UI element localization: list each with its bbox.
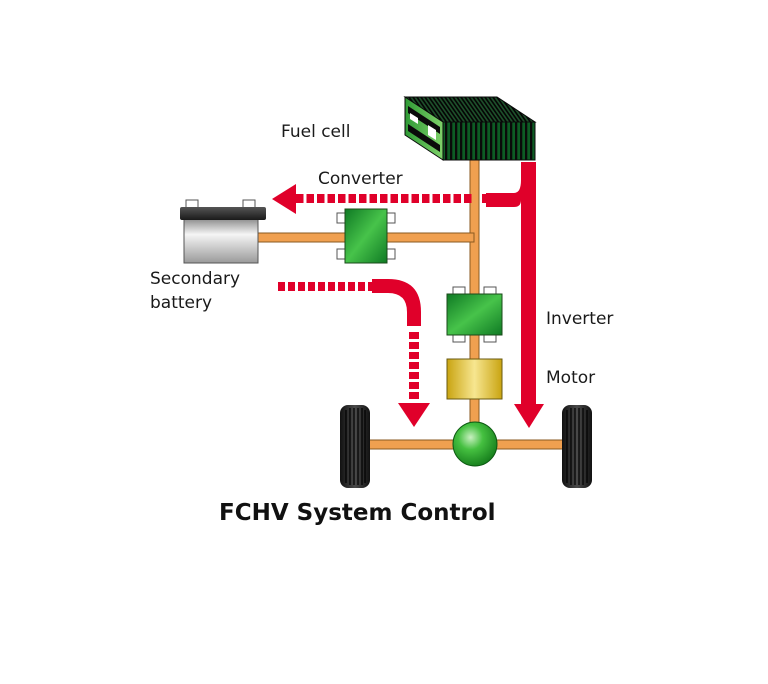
- tire-right: [562, 405, 592, 488]
- flow-dash: [453, 194, 461, 203]
- flow-fuelcell-to-battery: [272, 184, 487, 214]
- flow-dash: [348, 282, 355, 291]
- label-secondary-battery-1: Secondary: [150, 269, 241, 289]
- flow-dash: [432, 194, 440, 203]
- flow-dash: [443, 194, 451, 203]
- flow-dash: [338, 194, 346, 203]
- flow-dash: [482, 194, 487, 203]
- flow-dash: [368, 282, 375, 291]
- flow-dash: [306, 194, 314, 203]
- flow-dash: [409, 332, 419, 339]
- converter-box: [344, 208, 388, 264]
- flow-battery-to-wheels: [278, 279, 430, 427]
- flow-dash: [409, 382, 419, 389]
- battery-terminal-right: [242, 199, 256, 209]
- battery-lid: [180, 207, 266, 220]
- flow-dash: [358, 282, 365, 291]
- flow-dash: [409, 362, 419, 369]
- flow-dash: [296, 194, 304, 203]
- flow-dash: [401, 194, 409, 203]
- flow-dash: [298, 282, 305, 291]
- flow-dash: [411, 194, 419, 203]
- flow-dash: [288, 282, 295, 291]
- converter: [336, 208, 396, 264]
- flow-dash: [328, 282, 335, 291]
- label-secondary-battery-2: battery: [150, 293, 213, 313]
- motor: [446, 358, 503, 400]
- flow-dash: [422, 194, 430, 203]
- label-inverter: Inverter: [546, 309, 614, 329]
- arrowhead-left: [272, 184, 296, 214]
- diagram-title: FCHV System Control: [219, 500, 496, 526]
- label-fuel-cell: Fuel cell: [281, 122, 351, 142]
- inverter: [446, 286, 503, 343]
- flow-dash: [369, 194, 377, 203]
- arrowhead-down-left: [398, 403, 430, 427]
- battery-terminal-left: [185, 199, 199, 209]
- flow-dash: [380, 194, 388, 203]
- battery-body: [183, 218, 259, 264]
- differential: [452, 421, 498, 467]
- flow-dash: [359, 194, 367, 203]
- flow-dash: [317, 194, 325, 203]
- arrowhead-down-right: [514, 404, 544, 428]
- flow-dash: [308, 282, 315, 291]
- inverter-box: [446, 293, 503, 336]
- power-flow-arrows: [272, 162, 544, 428]
- flow-dash: [318, 282, 325, 291]
- fuel-cell: [403, 96, 537, 161]
- fuel-cell-fins: [442, 121, 536, 161]
- flow-dash: [348, 194, 356, 203]
- flow-dash: [409, 342, 419, 349]
- flow-dash: [409, 392, 419, 399]
- flow-dash: [464, 194, 472, 203]
- tire-left: [340, 405, 370, 488]
- flow-dash: [327, 194, 335, 203]
- flow-dash: [338, 282, 345, 291]
- flow-dash: [409, 352, 419, 359]
- label-converter: Converter: [318, 169, 403, 189]
- secondary-battery: [180, 199, 266, 264]
- flow-fuelcell-to-wheels-shaft: [486, 162, 536, 408]
- flow-dash: [390, 194, 398, 203]
- label-motor: Motor: [546, 368, 596, 388]
- elbow-bend: [372, 279, 421, 326]
- flow-dash: [409, 372, 419, 379]
- flow-dash: [278, 282, 285, 291]
